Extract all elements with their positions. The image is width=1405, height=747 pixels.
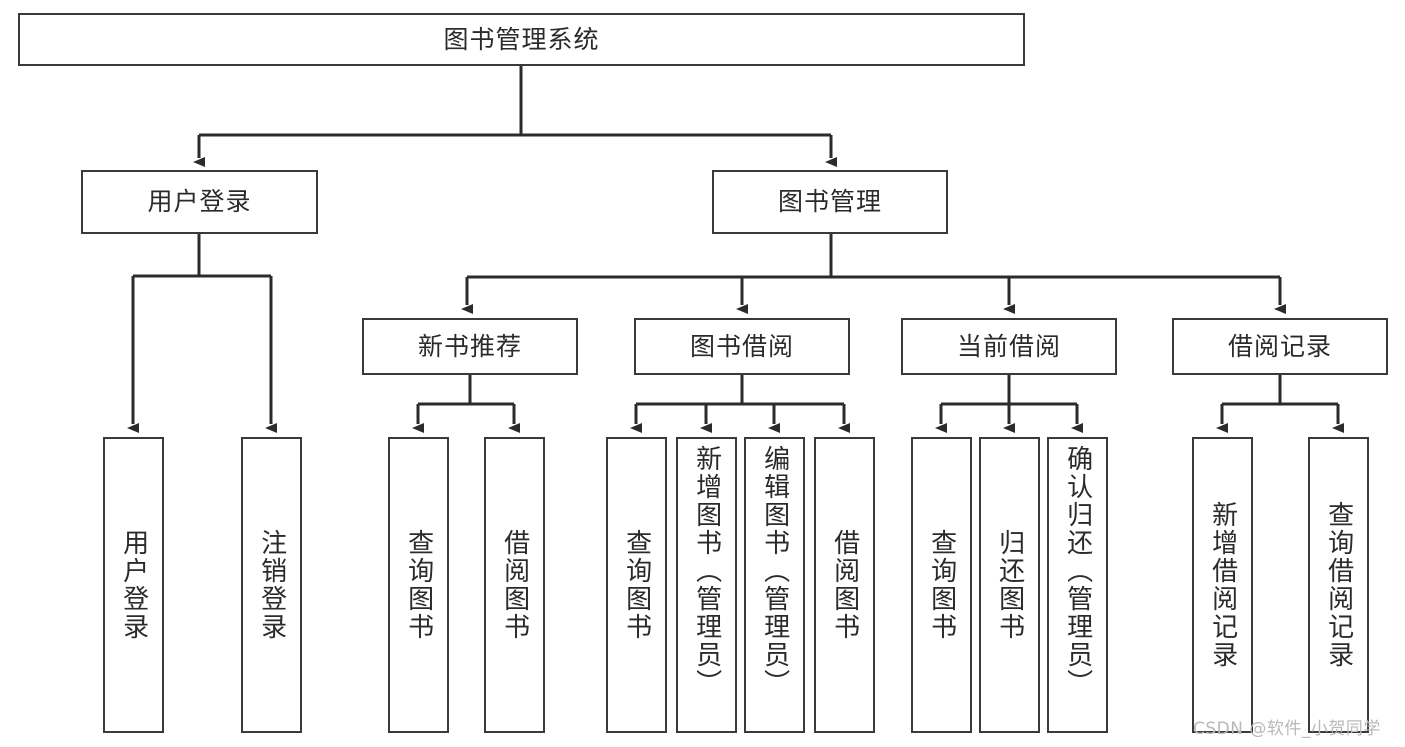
leaf-user-login[interactable]: 用户登录 — [103, 437, 164, 733]
node-borrow-record-label: 借阅记录 — [1227, 331, 1332, 361]
leaf-add-record-label: 新增借阅记录 — [1207, 501, 1238, 669]
leaf-query-book-3-label: 查询图书 — [926, 529, 957, 641]
leaf-edit-book[interactable]: 编辑图书（管理员） — [744, 437, 805, 733]
leaf-logout[interactable]: 注销登录 — [241, 437, 302, 733]
leaf-user-login-label: 用户登录 — [118, 529, 149, 641]
leaf-logout-label: 注销登录 — [256, 529, 287, 641]
leaf-borrow-book-1[interactable]: 借阅图书 — [484, 437, 545, 733]
leaf-borrow-book-2[interactable]: 借阅图书 — [814, 437, 875, 733]
leaf-query-book-2[interactable]: 查询图书 — [606, 437, 667, 733]
node-user-login-label: 用户登录 — [147, 187, 252, 217]
leaf-return-book-label: 归还图书 — [994, 529, 1025, 641]
leaf-query-book-2-label: 查询图书 — [621, 529, 652, 641]
leaf-borrow-book-1-label: 借阅图书 — [499, 529, 530, 641]
leaf-edit-book-label: 编辑图书（管理员） — [759, 445, 790, 697]
leaf-confirm-return[interactable]: 确认归还（管理员） — [1047, 437, 1108, 733]
leaf-add-book[interactable]: 新增图书（管理员） — [676, 437, 737, 733]
node-book-borrow[interactable]: 图书借阅 — [634, 318, 850, 375]
node-current-borrow-label: 当前借阅 — [956, 331, 1061, 361]
leaf-query-record-label: 查询借阅记录 — [1323, 501, 1354, 669]
node-user-login[interactable]: 用户登录 — [81, 170, 318, 234]
node-book-borrow-label: 图书借阅 — [689, 331, 794, 361]
leaf-query-record[interactable]: 查询借阅记录 — [1308, 437, 1369, 733]
leaf-query-book-1-label: 查询图书 — [403, 529, 434, 641]
leaf-add-book-label: 新增图书（管理员） — [691, 445, 722, 697]
node-root[interactable]: 图书管理系统 — [18, 13, 1025, 66]
node-borrow-record[interactable]: 借阅记录 — [1172, 318, 1388, 375]
node-current-borrow[interactable]: 当前借阅 — [901, 318, 1117, 375]
node-book-management-label: 图书管理 — [777, 187, 882, 217]
leaf-confirm-return-label: 确认归还（管理员） — [1062, 445, 1093, 697]
node-book-management[interactable]: 图书管理 — [712, 170, 948, 234]
node-root-label: 图书管理系统 — [443, 24, 600, 54]
leaf-borrow-book-2-label: 借阅图书 — [829, 529, 860, 641]
csdn-watermark: CSDN @软件_小贺同学 — [1193, 719, 1381, 739]
leaf-query-book-3[interactable]: 查询图书 — [911, 437, 972, 733]
leaf-query-book-1[interactable]: 查询图书 — [388, 437, 449, 733]
leaf-return-book[interactable]: 归还图书 — [979, 437, 1040, 733]
leaf-add-record[interactable]: 新增借阅记录 — [1192, 437, 1253, 733]
node-new-book-recommend-label: 新书推荐 — [417, 331, 522, 361]
node-new-book-recommend[interactable]: 新书推荐 — [362, 318, 578, 375]
